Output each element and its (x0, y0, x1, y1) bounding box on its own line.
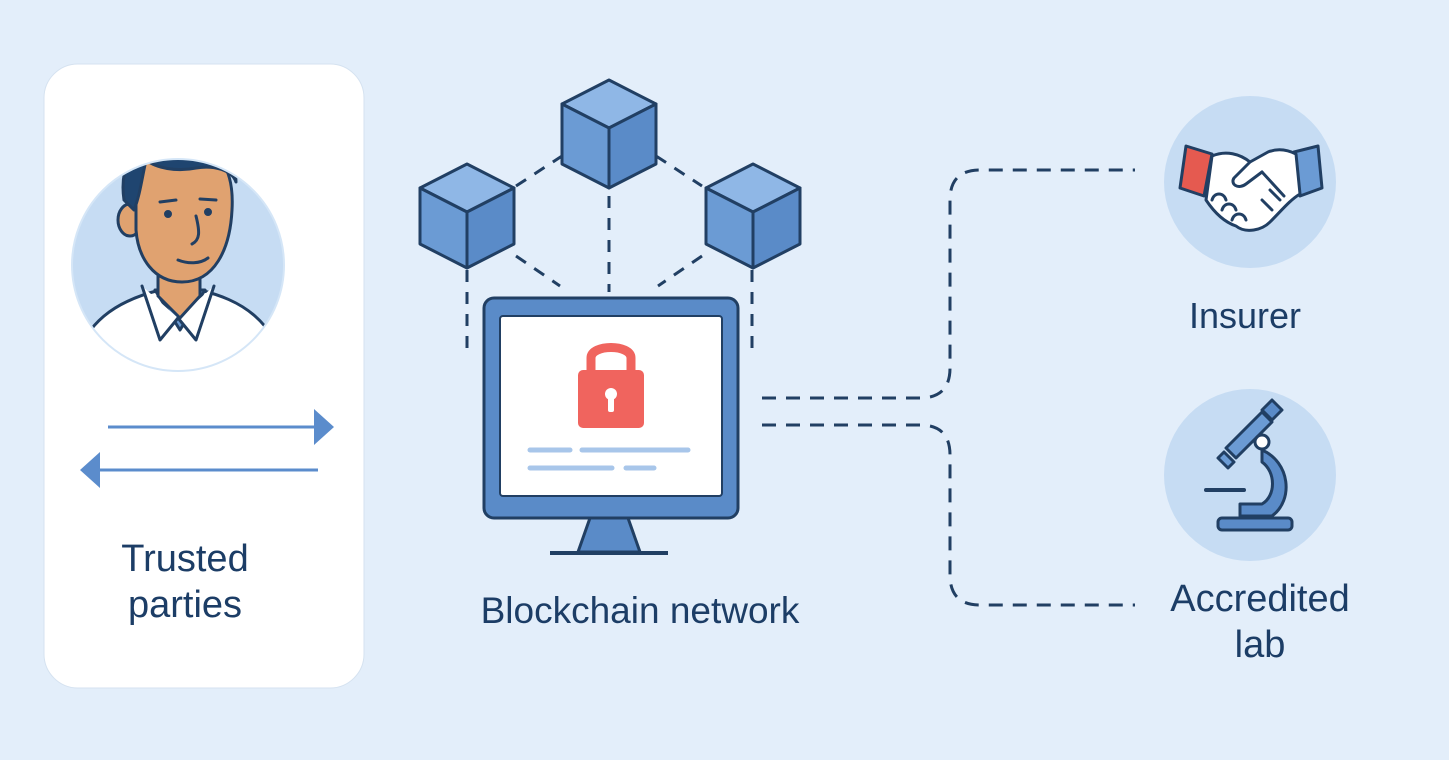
accredited-lab-label: Accredited lab (1170, 578, 1350, 667)
network-links-to-parties (762, 168, 1135, 607)
lab-node (1164, 389, 1336, 561)
network-connectors (465, 154, 754, 352)
insurer-node (1164, 96, 1336, 268)
blockchain-network-label: Blockchain network (480, 590, 800, 631)
block-cube-left (418, 162, 516, 270)
handshake-icon (1178, 144, 1324, 232)
block-cube-right (704, 162, 802, 270)
block-cube-top (560, 78, 658, 190)
lab-icon-circle (1164, 389, 1336, 561)
insurer-label: Insurer (1188, 295, 1302, 336)
screen-text-lines (527, 447, 691, 471)
lock-icon (578, 343, 644, 428)
person-avatar (71, 158, 285, 372)
exchange-arrows-icon (80, 409, 334, 488)
microscope-icon (1204, 398, 1294, 532)
trusted-parties-label: Trusted parties (121, 538, 249, 627)
